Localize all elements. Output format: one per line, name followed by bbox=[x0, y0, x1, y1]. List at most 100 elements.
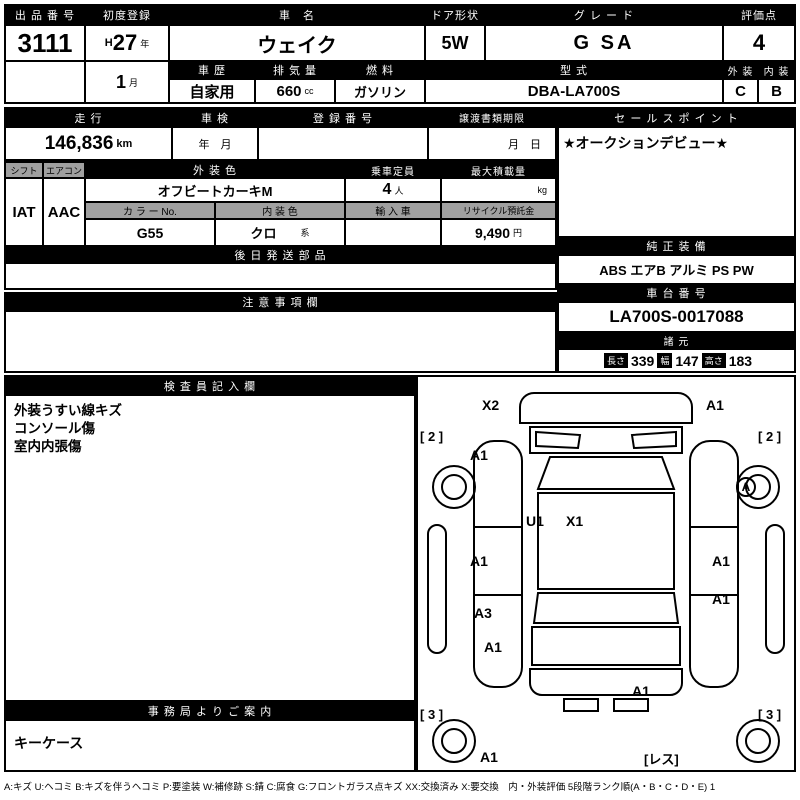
damage-label-left-fender: A1 bbox=[470, 447, 488, 463]
door-shape-header: ドア形状 bbox=[426, 6, 484, 24]
spare-tire-less-label: [レス] bbox=[644, 752, 679, 767]
damage-label-rear-left-wheel: A1 bbox=[480, 749, 498, 765]
damage-label-left-rear-fender: A1 bbox=[484, 639, 502, 655]
equipment-header: 純 正 装 備 bbox=[559, 238, 794, 254]
right-column-section: セ ー ル ス ポ イ ン ト ★オークションデビュー★ 純 正 装 備 ABS… bbox=[557, 107, 796, 373]
length-label: 長さ bbox=[603, 353, 628, 368]
recycle-deposit-header: リサイクル預託金 bbox=[442, 203, 555, 218]
interior-color-suffix: 系 bbox=[300, 228, 310, 238]
exterior-color-value: オフビートカーキM bbox=[86, 179, 344, 201]
damage-label-windshield-u1: U1 bbox=[526, 513, 544, 529]
damage-label-rear-center: A1 bbox=[632, 683, 650, 699]
first-registration-year: H 27 年 bbox=[86, 26, 168, 60]
fuel-header: 燃 料 bbox=[336, 62, 424, 78]
aircon-header: エアコン bbox=[44, 163, 84, 177]
max-load-header: 最大積載量 bbox=[442, 163, 555, 178]
inspector-note-line: 室内内張傷 bbox=[14, 439, 82, 455]
model-code-value: DBA-LA700S bbox=[426, 80, 722, 102]
chassis-number-header: 車 台 番 号 bbox=[559, 285, 794, 301]
damage-code-legend: A:キズ U:ヘコミ B:キズを伴うヘコミ P:要塗装 W:補修跡 S:錆 C:… bbox=[4, 782, 716, 793]
displacement-unit: cc bbox=[304, 86, 314, 96]
exterior-color-header: 外 装 色 bbox=[86, 163, 344, 177]
color-number-header: カ ラ ー No. bbox=[86, 203, 214, 218]
tire-depth-rear-left: [ 3 ] bbox=[420, 707, 444, 722]
lot-number-header: 出 品 番 号 bbox=[6, 6, 84, 24]
recycle-number: 9,490 bbox=[474, 224, 511, 241]
tire-depth-front-left: [ 2 ] bbox=[420, 429, 444, 444]
equipment-value: ABS エアB アルミ PS PW bbox=[559, 256, 794, 283]
interior-color-name: クロ bbox=[250, 226, 277, 241]
score-value: 4 bbox=[724, 26, 794, 60]
office-info-header: 事 務 局 よ り ご 案 内 bbox=[6, 702, 414, 719]
mileage-header: 走 行 bbox=[6, 109, 171, 126]
model-code-header: 型 式 bbox=[426, 62, 722, 78]
damage-label-right-door: A1 bbox=[712, 553, 730, 569]
shift-value: IAT bbox=[6, 179, 42, 245]
office-info-value: キーケース bbox=[6, 721, 414, 770]
recycle-unit: 円 bbox=[513, 228, 523, 238]
interior-score-value: B bbox=[759, 80, 794, 102]
door-shape-value: 5W bbox=[426, 26, 484, 60]
history-value: 自家用 bbox=[170, 80, 254, 102]
color-number-value: G55 bbox=[86, 220, 214, 245]
damage-label-left-door: A1 bbox=[470, 553, 488, 569]
first-registration-month: 1 月 bbox=[86, 62, 168, 102]
width-label: 幅 bbox=[657, 353, 673, 368]
height-value: 183 bbox=[728, 352, 753, 369]
inspector-section: 検 査 員 記 入 欄 外装うすい線キズ コンソール傷 室内内張傷 事 務 局 … bbox=[4, 375, 416, 772]
dimensions-row: 長さ 339 幅 147 高さ 183 bbox=[559, 350, 794, 371]
inspection-value: 年 月 bbox=[173, 128, 257, 159]
grade-header: グ レ ー ド bbox=[486, 6, 722, 24]
mileage-number: 146,836 bbox=[44, 132, 114, 154]
history-header: 車 歴 bbox=[170, 62, 254, 78]
transfer-deadline-value: 月 日 bbox=[429, 128, 555, 159]
damage-label-front-right: A1 bbox=[706, 397, 724, 413]
damage-label-left-rear-door: A3 bbox=[474, 605, 492, 621]
specs-section: シフト IAT エアコン AAC 外 装 色 オフビートカーキM 乗車定員 4 … bbox=[4, 161, 557, 290]
inspector-header: 検 査 員 記 入 欄 bbox=[6, 377, 414, 394]
first-registration-header: 初度登録 bbox=[86, 6, 168, 24]
car-outline-drawing bbox=[427, 392, 785, 763]
later-parts-header: 後 日 発 送 部 品 bbox=[6, 247, 555, 262]
mileage-value: 146,836 km bbox=[6, 128, 171, 159]
month-unit: 月 bbox=[129, 77, 139, 88]
displacement-value: 660 cc bbox=[256, 80, 334, 102]
sales-point-header: セ ー ル ス ポ イ ン ト bbox=[559, 109, 794, 126]
capacity-unit: 人 bbox=[394, 185, 404, 196]
interior-score-header: 内 装 bbox=[759, 62, 794, 78]
damage-label-circled-a: A bbox=[736, 477, 756, 497]
lot-number-value: 3111 bbox=[6, 26, 84, 60]
grade-value: G SA bbox=[486, 26, 722, 60]
shift-header: シフト bbox=[6, 163, 42, 177]
aircon-value: AAC bbox=[44, 179, 84, 245]
max-load-value: kg bbox=[442, 179, 555, 201]
month-value: 1 bbox=[115, 71, 126, 92]
fuel-value: ガソリン bbox=[336, 80, 424, 102]
mileage-unit: km bbox=[116, 137, 133, 150]
displacement-header: 排 気 量 bbox=[256, 62, 334, 78]
displacement-number: 660 bbox=[276, 82, 302, 100]
capacity-header: 乗車定員 bbox=[346, 163, 440, 178]
import-header: 輸 入 車 bbox=[346, 203, 440, 218]
exterior-score-value: C bbox=[724, 80, 757, 102]
length-value: 339 bbox=[630, 352, 655, 369]
recycle-deposit-value: 9,490 円 bbox=[442, 220, 555, 245]
mileage-section: 走 行 146,836 km 車 検 年 月 登 録 番 号 譲渡書類期限 月 … bbox=[4, 107, 557, 161]
interior-color-value: クロ 系 bbox=[216, 220, 344, 245]
score-header: 評価点 bbox=[724, 6, 794, 24]
car-name-header: 車 名 bbox=[170, 6, 424, 24]
damage-label-front-left: X2 bbox=[482, 397, 500, 413]
year-value: 27 bbox=[112, 30, 138, 55]
lot-number-blank-cell bbox=[6, 62, 84, 102]
inspector-notes: 外装うすい線キズ コンソール傷 室内内張傷 bbox=[6, 396, 414, 700]
interior-color-header: 内 装 色 bbox=[216, 203, 344, 218]
transfer-deadline-header: 譲渡書類期限 bbox=[429, 109, 555, 126]
year-unit: 年 bbox=[140, 38, 150, 49]
chassis-number-value: LA700S-0017088 bbox=[559, 303, 794, 331]
later-parts-value bbox=[6, 264, 555, 288]
car-damage-diagram: X2 A1 [ 2 ] A1 [ 2 ] A U1 X1 A1 A1 A1 A3… bbox=[416, 375, 796, 772]
caution-section: 注 意 事 項 欄 bbox=[4, 292, 557, 373]
registration-number-value bbox=[259, 128, 427, 159]
capacity-number: 4 bbox=[382, 181, 392, 198]
